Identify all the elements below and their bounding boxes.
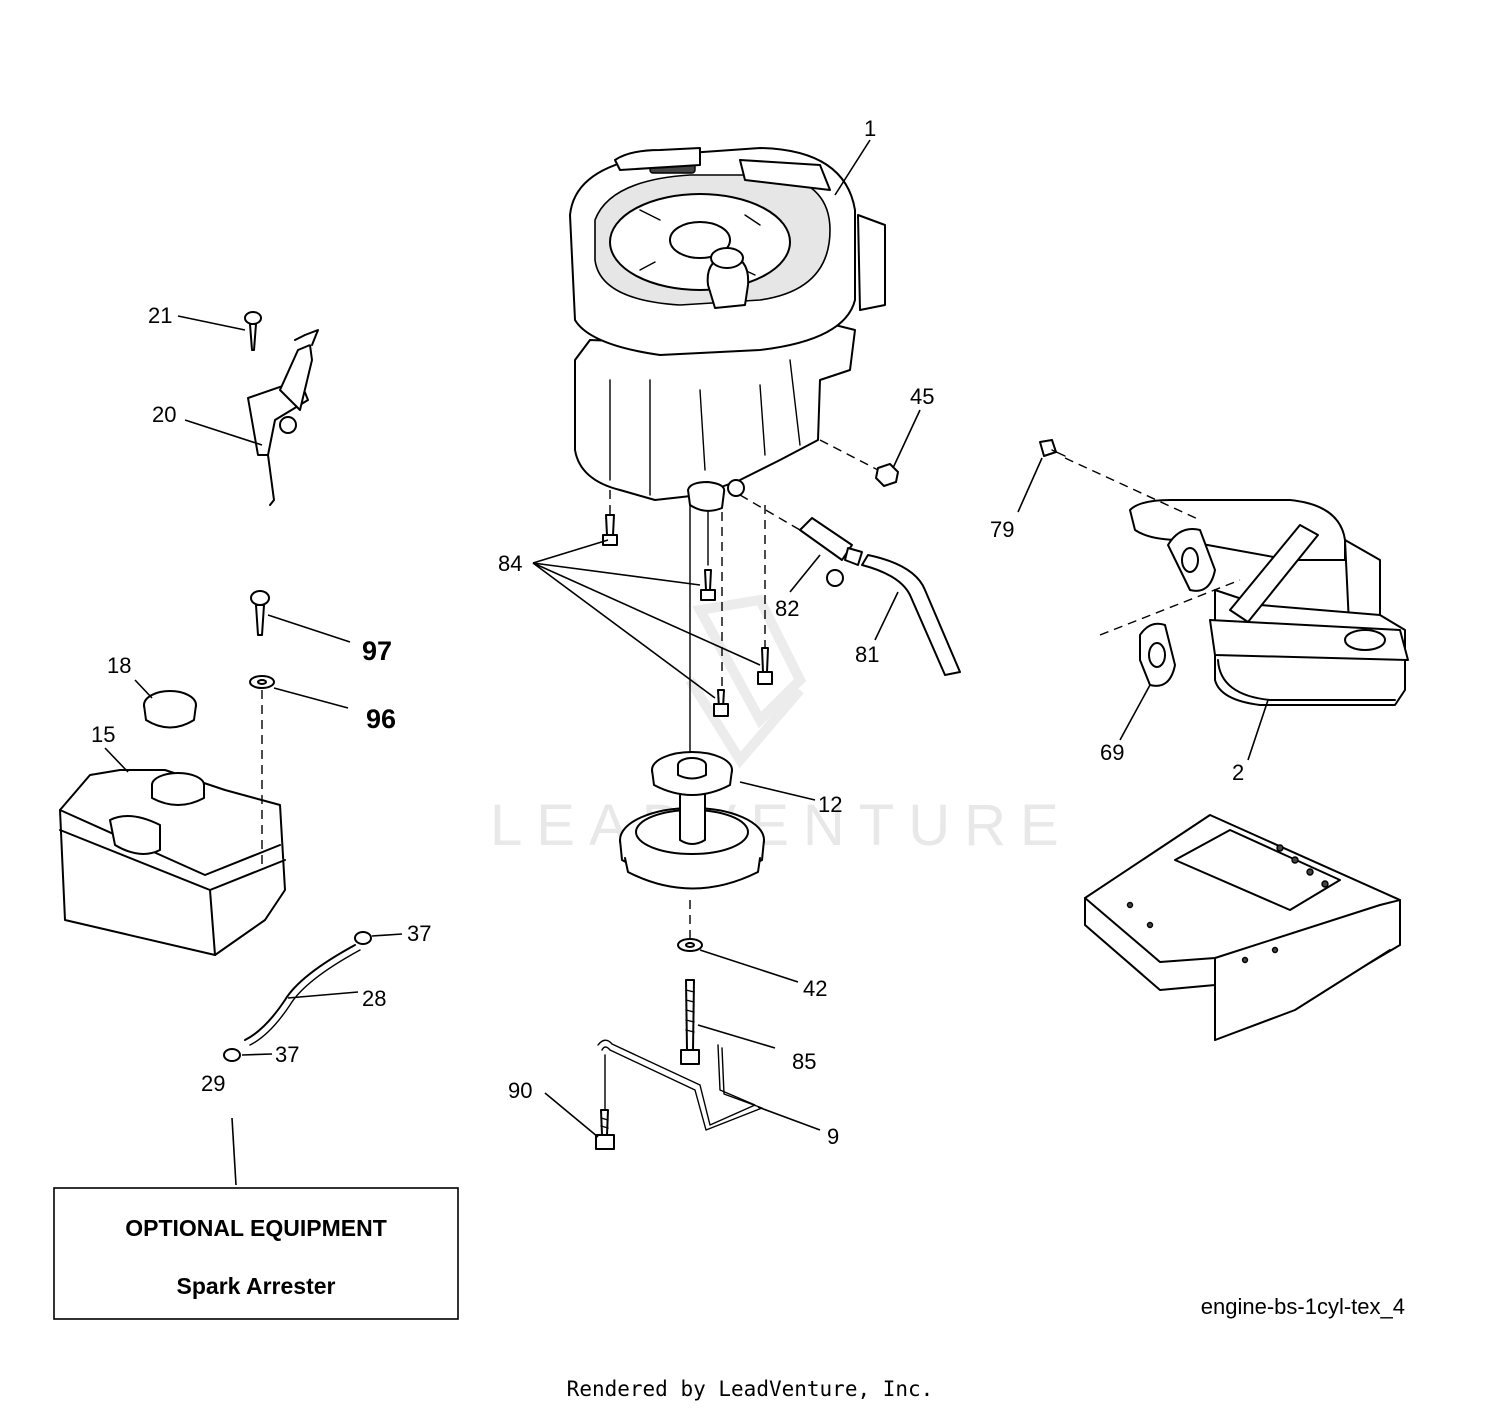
label-part-2: 2: [1232, 760, 1244, 785]
label-part-96: 96: [366, 704, 396, 734]
label-part-45: 45: [910, 384, 934, 409]
label-part-12: 12: [818, 792, 842, 817]
washer-part-96[interactable]: [249, 675, 275, 689]
bolt-part-84-d[interactable]: [713, 689, 729, 717]
watermark-text: LEADVENTURE: [490, 793, 1073, 858]
optional-equipment-title: OPTIONAL EQUIPMENT: [125, 1215, 387, 1241]
bracket-part-9[interactable]: [597, 1039, 763, 1131]
wire-part-81[interactable]: [861, 554, 961, 676]
label-part-20: 20: [152, 402, 176, 427]
label-part-79: 79: [990, 517, 1014, 542]
label-part-1: 1: [864, 116, 876, 141]
connector-part-82[interactable]: [799, 517, 863, 587]
part-number-labels: 1 2 9 12 15 18 20 21 28 29 37 37 42 45 6…: [91, 116, 1244, 1149]
exhaust-flange[interactable]: [1167, 528, 1216, 592]
bolt-part-85[interactable]: [680, 979, 700, 1065]
fuel-line-part-28[interactable]: [244, 944, 361, 1046]
label-part-82: 82: [775, 596, 799, 621]
bolt-part-84-b[interactable]: [700, 569, 716, 601]
label-part-28: 28: [362, 986, 386, 1011]
engine-mounting-plate[interactable]: [1084, 814, 1401, 1041]
label-part-37-bottom: 37: [275, 1042, 299, 1067]
bolt-part-90[interactable]: [595, 1109, 615, 1150]
bolt-part-84-a[interactable]: [602, 514, 618, 546]
exhaust-gasket-part-69[interactable]: [1139, 622, 1176, 687]
muffler[interactable]: [1129, 499, 1409, 706]
leader-lines: [104, 139, 1269, 1186]
label-part-15: 15: [91, 722, 115, 747]
fuel-tank-part-15[interactable]: [59, 769, 286, 956]
hose-clamp-part-37-bottom[interactable]: [223, 1048, 241, 1062]
label-part-37-top: 37: [407, 921, 431, 946]
screw-part-97[interactable]: [250, 590, 270, 636]
label-part-85: 85: [792, 1049, 816, 1074]
bolt-part-84-c[interactable]: [757, 647, 773, 685]
label-part-97: 97: [362, 636, 392, 666]
label-part-29: 29: [201, 1071, 225, 1096]
optional-equipment-item: Spark Arrester: [177, 1273, 336, 1299]
label-part-21: 21: [148, 303, 172, 328]
bolt-part-79[interactable]: [1039, 439, 1066, 457]
fuel-cap-part-18[interactable]: [143, 690, 197, 729]
engine[interactable]: [569, 147, 886, 512]
label-part-18: 18: [107, 653, 131, 678]
optional-equipment-box: OPTIONAL EQUIPMENT Spark Arrester: [53, 1187, 459, 1320]
diagram-id: engine-bs-1cyl-tex_4: [1201, 1294, 1405, 1319]
label-part-69: 69: [1100, 740, 1124, 765]
pulley-part-12[interactable]: [619, 751, 765, 890]
nut-part-45[interactable]: [875, 463, 899, 487]
footer-credit: Rendered by LeadVenture, Inc.: [567, 1377, 934, 1401]
throttle-control-part-20[interactable]: [247, 329, 319, 506]
leadventure-watermark: LEADVENTURE: [490, 594, 1073, 858]
label-part-9: 9: [827, 1124, 839, 1149]
label-part-81: 81: [855, 642, 879, 667]
label-part-42: 42: [803, 976, 827, 1001]
label-part-84: 84: [498, 551, 522, 576]
label-part-90: 90: [508, 1078, 532, 1103]
hose-clamp-part-37-top[interactable]: [354, 931, 372, 945]
washer-part-42[interactable]: [677, 938, 703, 952]
screw-part-21[interactable]: [244, 311, 262, 351]
